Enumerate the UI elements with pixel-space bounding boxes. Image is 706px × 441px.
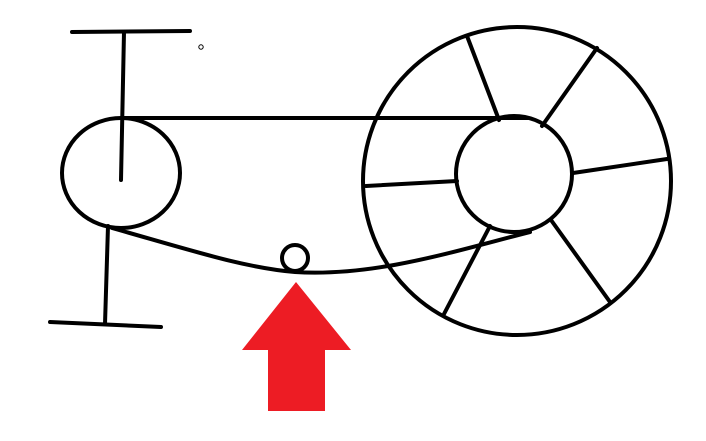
crank-bottom-bar xyxy=(48,320,163,329)
wheel-spoke xyxy=(465,34,501,122)
crank-top-bar xyxy=(70,29,192,34)
crank-lower-arm xyxy=(103,224,110,326)
wheel-rim xyxy=(361,25,673,337)
crank-upper-arm xyxy=(119,30,126,182)
wheel-spoke xyxy=(571,157,669,175)
wheel-spoke xyxy=(442,224,492,316)
wheel-spoke xyxy=(364,179,459,188)
large-spoked-wheel xyxy=(361,25,673,337)
wheel-hub xyxy=(454,114,574,234)
wheel-spoke xyxy=(549,218,612,304)
stray-dot xyxy=(198,44,204,50)
pointer-arrow xyxy=(242,282,351,411)
tension-idler xyxy=(280,243,310,273)
wheel-spoke xyxy=(540,46,599,128)
pedal-crank xyxy=(48,29,192,329)
